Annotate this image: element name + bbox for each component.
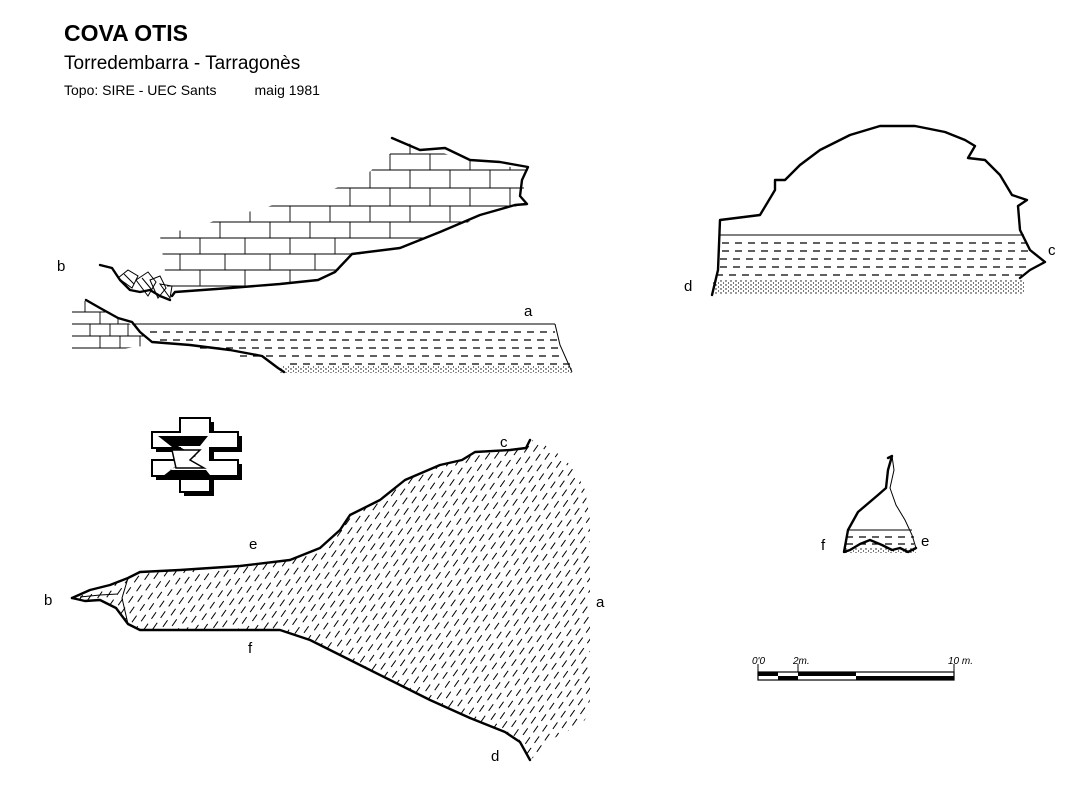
- club-logo: [151, 417, 242, 496]
- label-c-cross: c: [1048, 242, 1056, 259]
- label-b-section: b: [57, 258, 65, 275]
- cross-section-cd-outline: [710, 124, 1047, 297]
- cross-section-ef: f e: [821, 454, 929, 554]
- water-body-section: [132, 323, 573, 373]
- label-a-plan: a: [596, 594, 605, 611]
- label-c-plan: c: [500, 434, 508, 451]
- collapse-blocks: [98, 263, 173, 302]
- longitudinal-section: b a: [57, 136, 573, 374]
- label-d-cross: d: [684, 278, 692, 295]
- survey-date: maig 1981: [254, 82, 320, 98]
- scale-mid-label: 2m.: [792, 656, 810, 667]
- scale-bar: 0'0 2m. 10 m.: [752, 656, 973, 681]
- label-f-plan: f: [248, 640, 253, 657]
- survey-credits: Topo: SIRE - UEC Sants maig 1981: [64, 82, 320, 98]
- label-e-cross: e: [921, 533, 929, 550]
- cave-floor-outline: [84, 298, 286, 374]
- sediment-floor: [280, 366, 572, 373]
- plan-wall-south: [70, 596, 532, 762]
- label-e-plan: e: [249, 536, 257, 553]
- cave-title: COVA OTIS: [64, 20, 188, 46]
- topo-credit: Topo: SIRE - UEC Sants: [64, 82, 217, 98]
- sediment-floor-cd: [712, 280, 1024, 294]
- scale-end-label: 10 m.: [948, 656, 973, 667]
- plan-view: c e b a f d: [44, 434, 605, 765]
- cross-section-ef-outline: [842, 454, 918, 554]
- cross-section-cd: c d: [684, 124, 1056, 297]
- label-a-section: a: [524, 303, 533, 320]
- label-b-plan: b: [44, 592, 52, 609]
- label-d-plan: d: [491, 748, 499, 765]
- cave-ceiling-outline: [170, 136, 530, 298]
- scale-start-label: 0'0: [752, 656, 765, 667]
- label-f-cross: f: [821, 537, 826, 554]
- cave-location: Torredembarra - Tarragonès: [64, 53, 301, 74]
